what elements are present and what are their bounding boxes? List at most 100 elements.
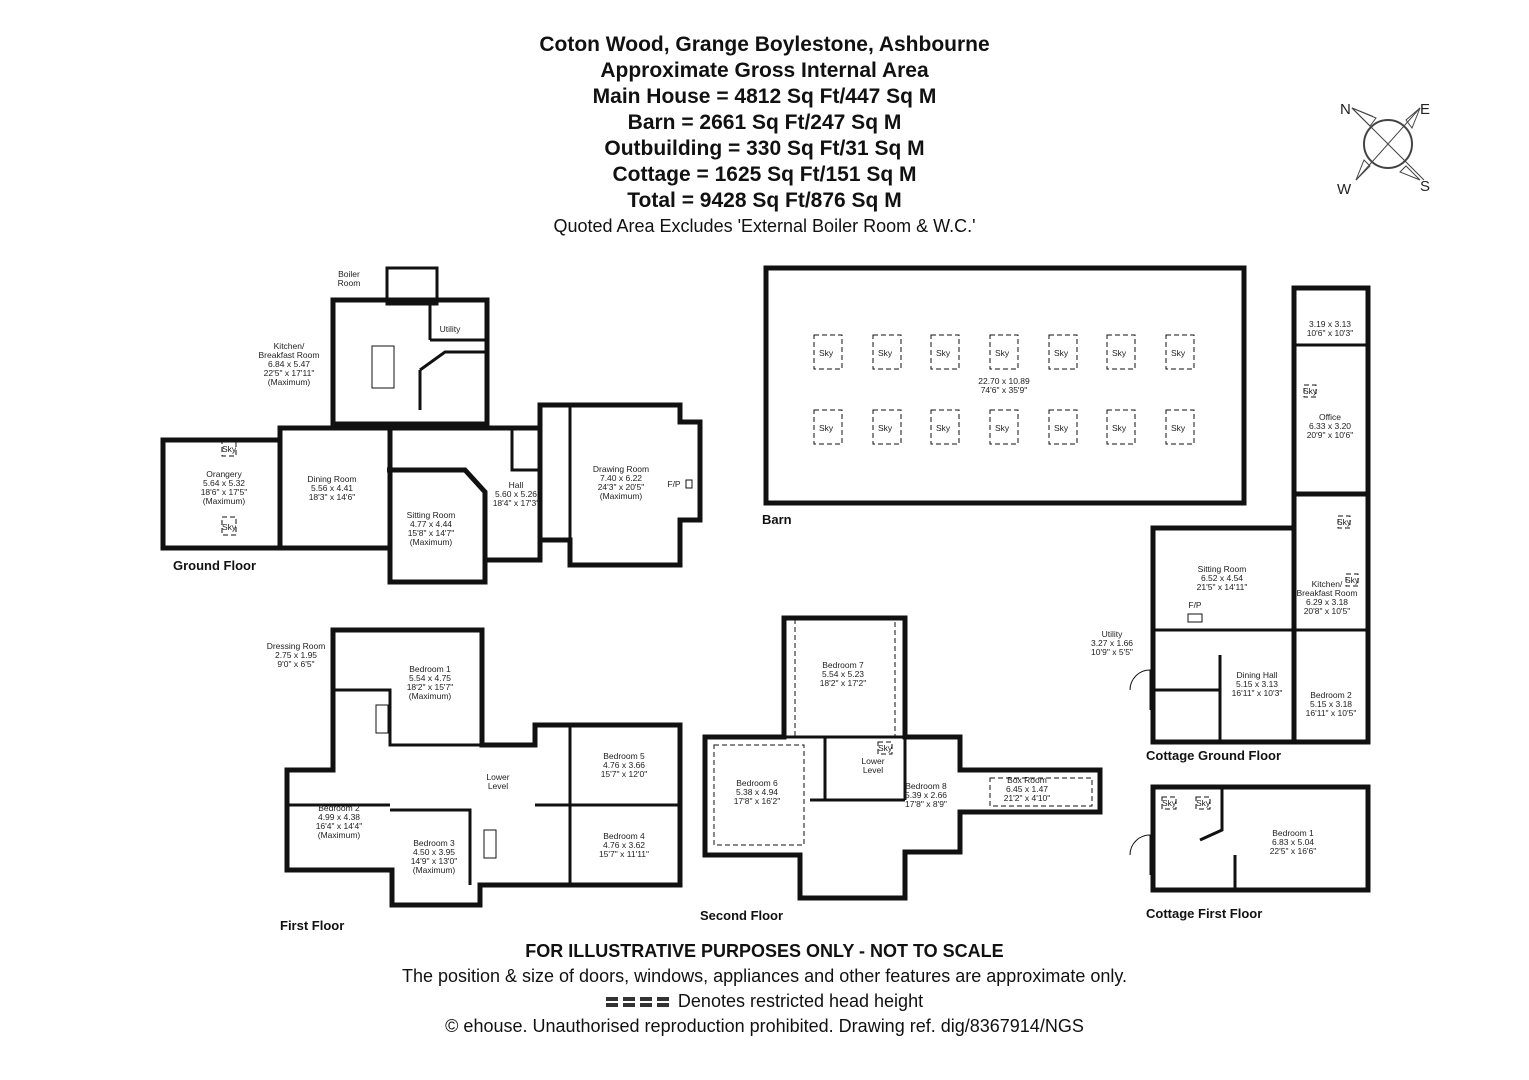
compass-e: E <box>1420 101 1430 118</box>
sky-label: Sky <box>1112 348 1127 358</box>
header: Coton Wood, Grange Boylestone, Ashbourne… <box>0 32 1529 238</box>
sky-label: Sky <box>1303 386 1318 396</box>
sky-label: Sky <box>1054 348 1069 358</box>
bedroom1-label: Bedroom 1 <box>409 664 451 674</box>
compass-s: S <box>1420 178 1430 195</box>
svg-text:4.76 x 3.66: 4.76 x 3.66 <box>603 760 645 770</box>
sky-label: Sky <box>1196 798 1211 808</box>
sky-label: Sky <box>819 423 834 433</box>
svg-text:24'3" x 20'5": 24'3" x 20'5" <box>598 482 645 492</box>
svg-text:21'5" x 14'11": 21'5" x 14'11" <box>1197 582 1248 592</box>
svg-text:74'6" x 35'9": 74'6" x 35'9" <box>981 385 1028 395</box>
svg-text:22'5" x 17'11": 22'5" x 17'11" <box>264 368 315 378</box>
svg-text:3.27 x 1.66: 3.27 x 1.66 <box>1091 638 1133 648</box>
svg-text:5.15 x 3.18: 5.15 x 3.18 <box>1310 699 1352 709</box>
svg-text:(Maximum): (Maximum) <box>600 491 643 501</box>
sky-label: Sky <box>222 444 237 454</box>
drawing-label: Drawing Room <box>593 464 649 474</box>
dining-hall-label: Dining Hall <box>1236 670 1277 680</box>
cottage-fireplace-label: F/P <box>1188 600 1202 610</box>
svg-text:2.75 x 1.95: 2.75 x 1.95 <box>275 650 317 660</box>
approximation-note: The position & size of doors, windows, a… <box>401 966 1128 986</box>
restricted-legend: Denotes restricted head height <box>0 989 1529 1014</box>
svg-text:Breakfast Room: Breakfast Room <box>1297 588 1358 598</box>
skylight <box>930 409 960 445</box>
svg-text:5.56 x 4.41: 5.56 x 4.41 <box>311 483 353 493</box>
svg-text:Level: Level <box>488 781 508 791</box>
sitting-label: Sitting Room <box>407 510 456 520</box>
svg-text:5.15 x 3.13: 5.15 x 3.13 <box>1236 679 1278 689</box>
bedroom3-label: Bedroom 3 <box>413 838 455 848</box>
cottage-ground-plan <box>1129 285 1371 745</box>
restricted-legend-text: Denotes restricted head height <box>677 991 924 1011</box>
barn-title: Barn <box>762 512 792 527</box>
area-cottage: Cottage = 1625 Sq Ft/151 Sq M <box>612 163 917 186</box>
sky-label: Sky <box>1337 517 1352 527</box>
cottage-sitting-label: Sitting Room <box>1198 564 1247 574</box>
boiler-label: Boiler <box>338 269 360 279</box>
ground-sky-labels: Sky Sky <box>222 444 237 532</box>
skylight <box>813 334 843 370</box>
sky-label: Sky <box>878 423 893 433</box>
sky-label: Sky <box>936 423 951 433</box>
restricted-height-icon <box>605 997 674 1008</box>
svg-text:18'6" x 17'5": 18'6" x 17'5" <box>201 487 248 497</box>
cottage-kitchen-label: Kitchen/ <box>1312 579 1343 589</box>
orangery-label: Orangery <box>206 469 242 479</box>
svg-text:10'6" x 10'3": 10'6" x 10'3" <box>1307 328 1354 338</box>
sky-label: Sky <box>1162 798 1177 808</box>
skylight <box>872 334 902 370</box>
svg-text:(Maximum): (Maximum) <box>410 537 453 547</box>
skylight <box>930 334 960 370</box>
skylight <box>1048 409 1078 445</box>
svg-text:4.50 x 3.95: 4.50 x 3.95 <box>413 847 455 857</box>
svg-text:15'8" x 14'7": 15'8" x 14'7" <box>408 528 455 538</box>
svg-text:4.76 x 3.62: 4.76 x 3.62 <box>603 840 645 850</box>
svg-text:18'3" x 14'6": 18'3" x 14'6" <box>309 492 356 502</box>
cottage-first-plan <box>1129 784 1371 893</box>
sky-label: Sky <box>1054 423 1069 433</box>
svg-text:(Maximum): (Maximum) <box>203 496 246 506</box>
svg-text:18'2" x 17'2": 18'2" x 17'2" <box>820 678 867 688</box>
property-title: Coton Wood, Grange Boylestone, Ashbourne <box>539 33 990 56</box>
svg-text:Level: Level <box>863 765 883 775</box>
svg-text:(Maximum): (Maximum) <box>318 830 361 840</box>
svg-text:15'7" x 12'0": 15'7" x 12'0" <box>601 769 648 779</box>
svg-text:6.33 x 3.20: 6.33 x 3.20 <box>1309 421 1351 431</box>
ground-floor-title: Ground Floor <box>173 558 256 573</box>
first-floor-title: First Floor <box>280 918 344 933</box>
skylight <box>813 409 843 445</box>
second-floor-title: Second Floor <box>700 908 783 923</box>
svg-text:20'9" x 10'6": 20'9" x 10'6" <box>1307 430 1354 440</box>
cottage-small-room-dims: 3.19 x 3.13 <box>1309 319 1351 329</box>
dining-label: Dining Room <box>307 474 356 484</box>
bedroom4-label: Bedroom 4 <box>603 831 645 841</box>
svg-text:6.45 x 1.47: 6.45 x 1.47 <box>1006 784 1048 794</box>
sky-label: Sky <box>1345 575 1360 585</box>
area-note: Quoted Area Excludes 'External Boiler Ro… <box>553 216 976 236</box>
sky-label: Sky <box>995 423 1010 433</box>
sky-label: Sky <box>1112 423 1127 433</box>
skylight <box>1165 334 1195 370</box>
office-label: Office <box>1319 412 1341 422</box>
svg-text:(Maximum): (Maximum) <box>409 691 452 701</box>
box-room-label: Box Room <box>1007 775 1047 785</box>
svg-text:14'9" x 13'0": 14'9" x 13'0" <box>411 856 458 866</box>
footer: FOR ILLUSTRATIVE PURPOSES ONLY - NOT TO … <box>0 938 1529 1039</box>
bedroom7-label: Bedroom 7 <box>822 660 864 670</box>
svg-text:18'2" x 15'7": 18'2" x 15'7" <box>407 682 454 692</box>
svg-text:(Maximum): (Maximum) <box>268 377 311 387</box>
ground-room-labels: Boiler Room Kitchen/ Breakfast Room 6.84… <box>201 269 681 547</box>
svg-text:15'7" x 11'11": 15'7" x 11'11" <box>599 849 649 859</box>
bedroom6-label: Bedroom 6 <box>736 778 778 788</box>
ground-floor-plan <box>160 266 703 585</box>
svg-text:(Maximum): (Maximum) <box>413 865 456 875</box>
skylight <box>1165 409 1195 445</box>
svg-text:Room: Room <box>338 278 361 288</box>
svg-text:21'2" x 4'10": 21'2" x 4'10" <box>1004 793 1051 803</box>
barn-dims: 22.70 x 10.89 <box>978 376 1030 386</box>
bedroom2-label: Bedroom 2 <box>318 803 360 813</box>
lower-level-label: Lower <box>486 772 509 782</box>
compass-icon <box>1351 107 1425 181</box>
